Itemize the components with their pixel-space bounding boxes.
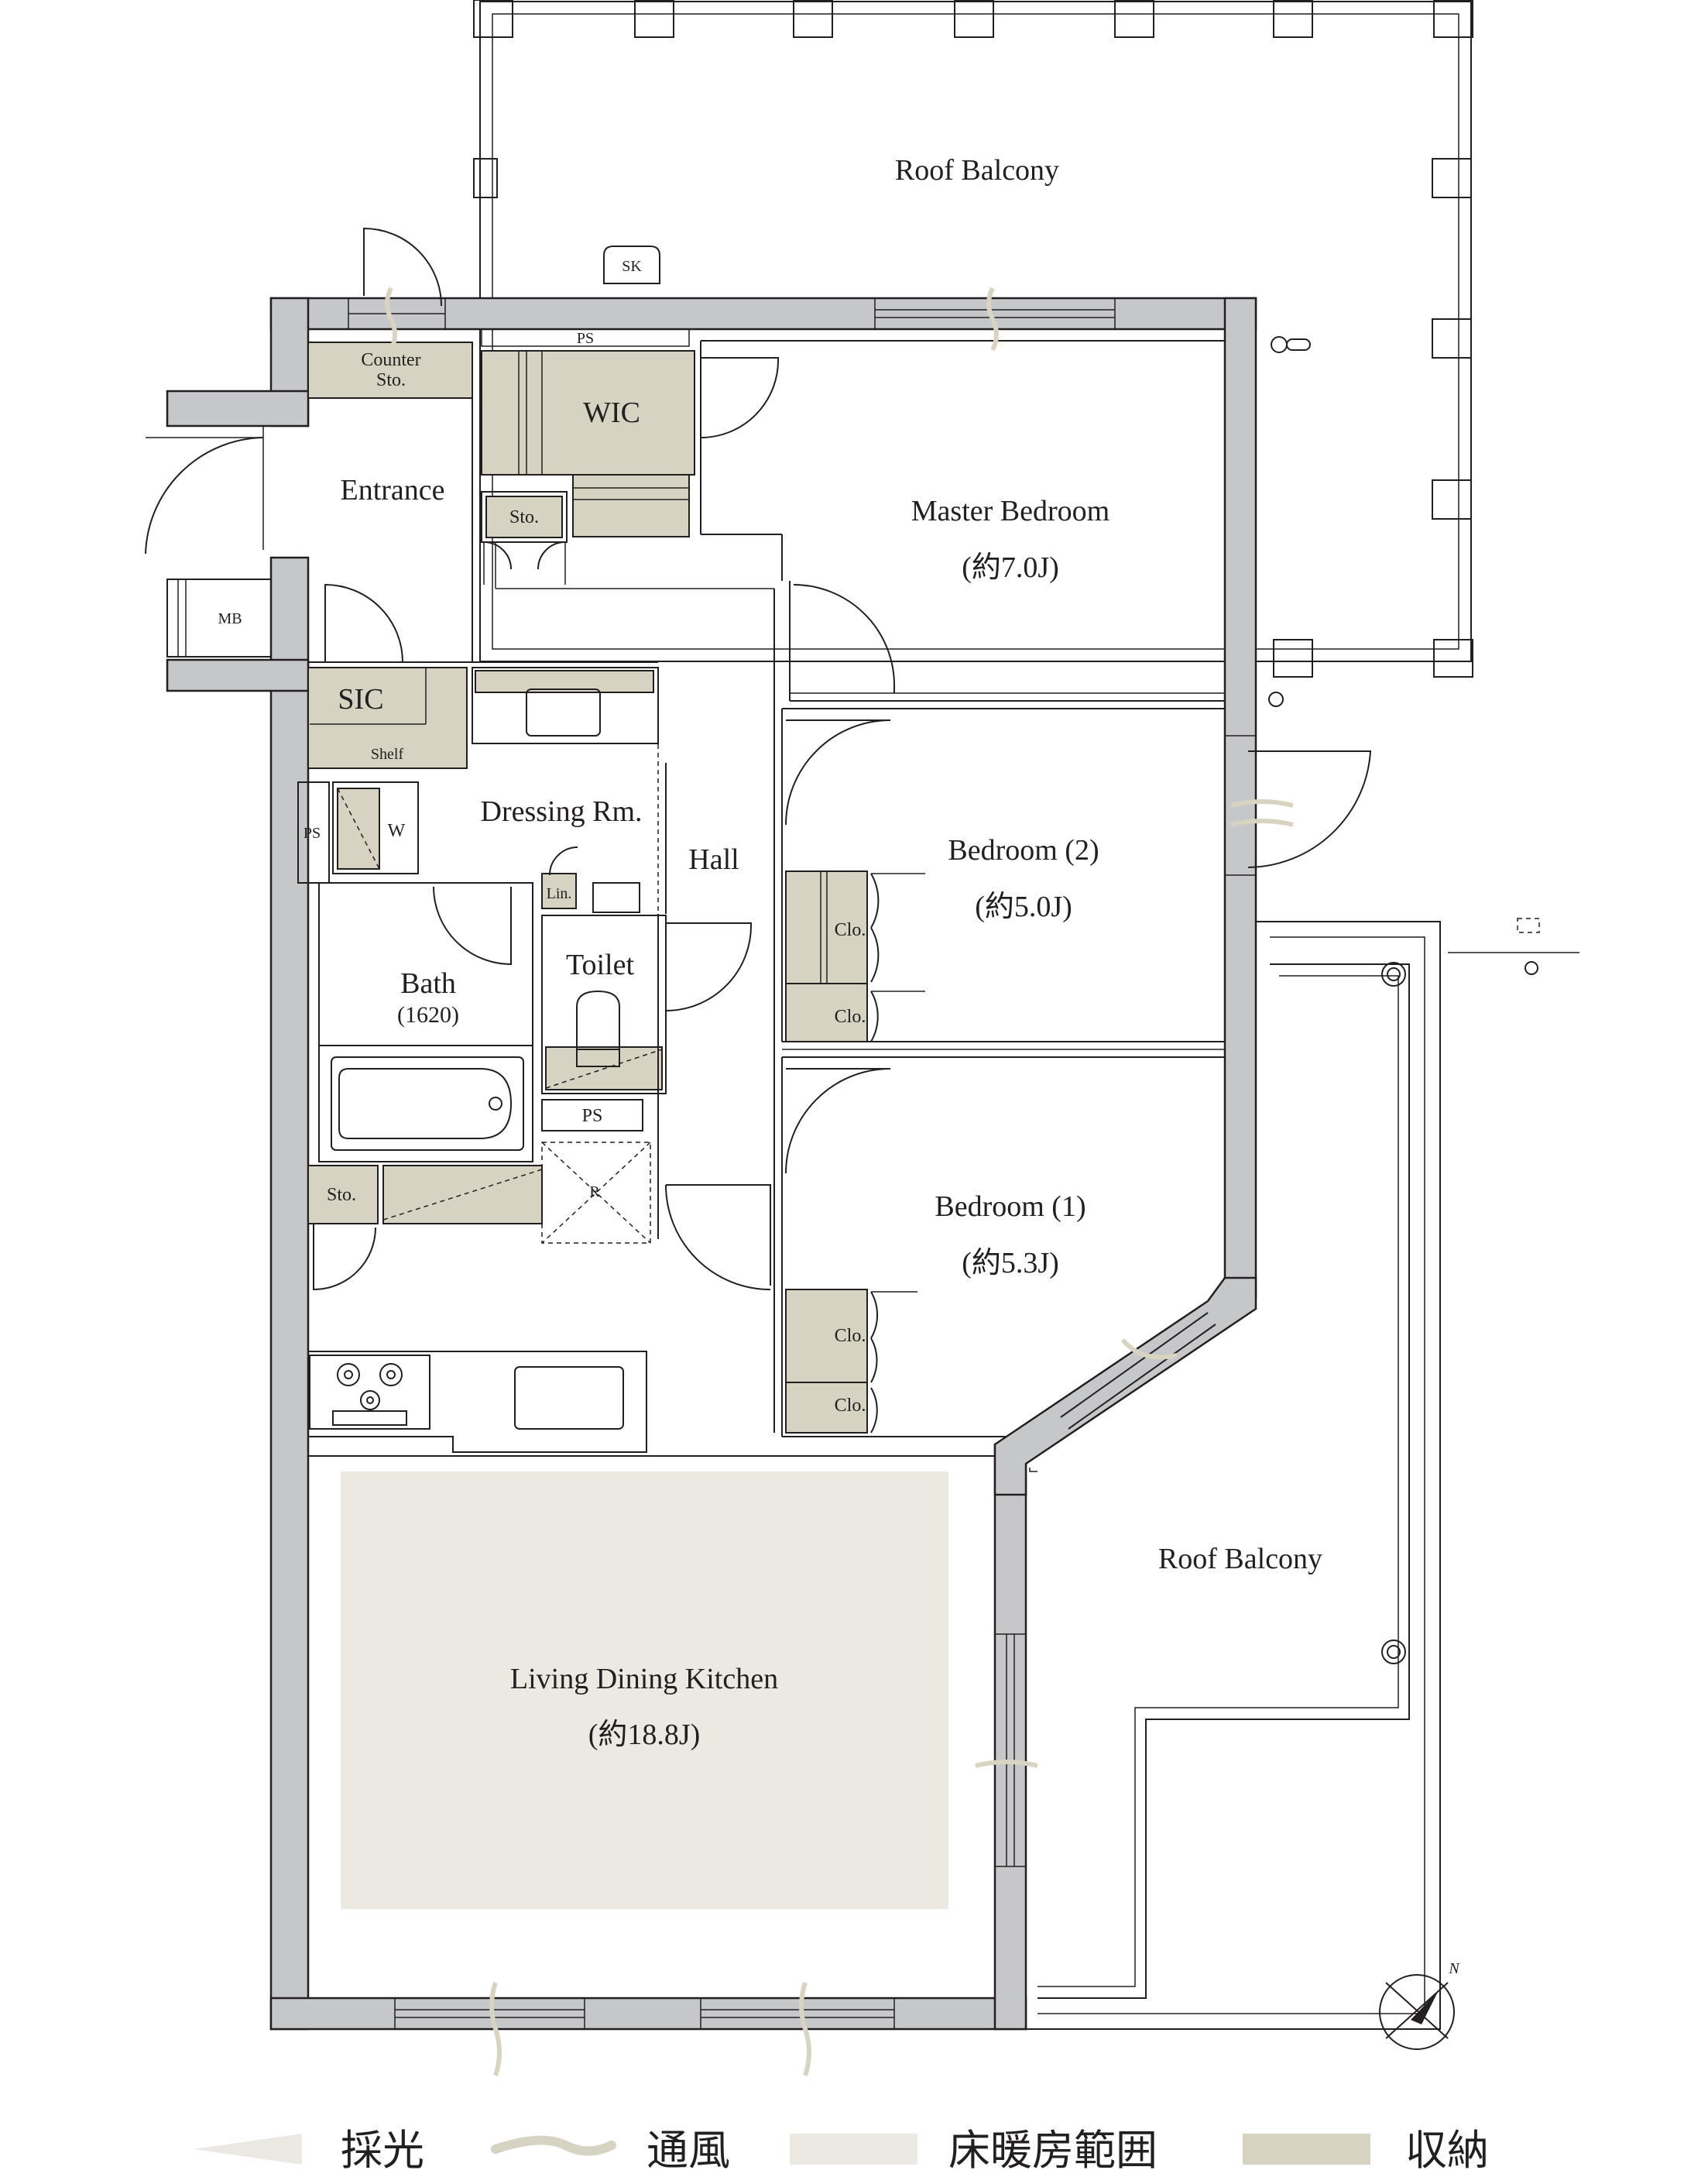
legend-floor-heating-label: 床暖房範囲 (948, 2126, 1158, 2175)
partitions: PS Counter Sto. WIC Sto. Entrance (145, 227, 1225, 1751)
ventilation-marks (385, 287, 1294, 2076)
roof-balcony-east-label: Roof Balcony (1158, 1543, 1322, 1575)
clo-b2-label-1: Clo. (835, 920, 866, 940)
sk-unit: SK (603, 246, 660, 284)
storage-swatch (1243, 2134, 1370, 2165)
entrance-label: Entrance (340, 474, 444, 506)
master-bedroom-label: Master Bedroom (911, 495, 1110, 527)
ps-toilet-label: PS (582, 1106, 603, 1126)
w-label: W (388, 821, 406, 841)
shelf-label: Shelf (371, 746, 404, 763)
sk-label: SK (622, 258, 642, 275)
north-roof-balcony: Roof Balcony (473, 0, 1473, 707)
lin-label: Lin. (547, 885, 572, 902)
legend-storage-label: 収納 (1405, 2126, 1489, 2175)
ps-top-label: PS (577, 330, 594, 347)
bedroom2-size: (約5.0J) (975, 891, 1072, 923)
legend-ventilation-label: 通風 (647, 2126, 730, 2175)
r-label: R (589, 1183, 600, 1200)
east-roof-balcony: Roof Balcony (1026, 918, 1579, 2030)
roof-balcony-north-label: Roof Balcony (895, 154, 1059, 187)
clo-b1-label-2: Clo. (835, 1396, 866, 1416)
counter-sto-label-1: Counter (361, 350, 420, 370)
exterior-walls (166, 297, 1257, 2031)
ldk-floor-heating (341, 1471, 948, 1909)
compass-n-label: N (1448, 1960, 1460, 1977)
bedroom2-label: Bedroom (2) (948, 834, 1099, 867)
mb-label: MB (218, 610, 242, 627)
ps-dressing-label: PS (304, 825, 321, 842)
ldk-size: (約18.8J) (588, 1719, 701, 1751)
ventilation-swatch (491, 2135, 616, 2156)
ldk-label: Living Dining Kitchen (510, 1663, 778, 1695)
sto-entrance-label: Sto. (509, 507, 539, 527)
legend: 採光 通風 床暖房範囲 収納 (194, 2126, 1489, 2175)
clo-b1-label-1: Clo. (835, 1326, 866, 1346)
sic-label: SIC (338, 683, 383, 716)
dressing-room-label: Dressing Rm. (481, 795, 643, 828)
compass: N (1379, 1960, 1460, 2050)
master-bedroom-size: (約7.0J) (962, 551, 1059, 584)
clo-b2-label-2: Clo. (835, 1007, 866, 1027)
daylight-swatch (194, 2134, 302, 2165)
legend-daylight-label: 採光 (341, 2126, 424, 2175)
bath-size: (1620) (397, 1002, 459, 1028)
counter-sto-label-2: Sto. (376, 370, 406, 390)
bath-label: Bath (400, 967, 456, 1000)
bedroom1-size: (約5.3J) (962, 1247, 1059, 1279)
hall-label: Hall (688, 843, 739, 876)
bedroom1-label: Bedroom (1) (935, 1190, 1086, 1223)
toilet-label: Toilet (566, 949, 635, 981)
sto-kitchen-label: Sto. (327, 1185, 356, 1205)
floor-heating-swatch (790, 2134, 917, 2165)
wic-label: WIC (583, 397, 640, 429)
